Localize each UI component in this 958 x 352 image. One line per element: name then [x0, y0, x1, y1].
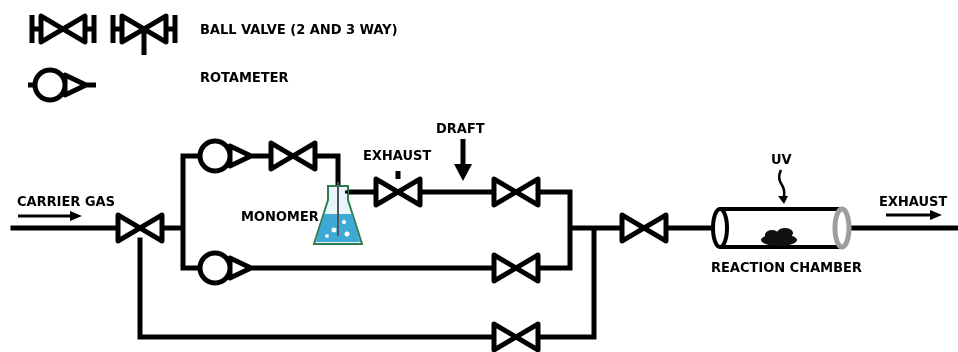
draft-label: DRAFT: [436, 122, 485, 137]
uv-arrow-icon: [778, 169, 788, 204]
draft-arrow-icon: [454, 139, 472, 181]
carrier-gas-label: CARRIER GAS: [17, 195, 115, 210]
sample-icon: [761, 228, 797, 246]
reaction-chamber-icon: [711, 206, 852, 250]
valve-chamber-inlet: [622, 215, 666, 241]
legend-2way-valve-icon: [29, 15, 97, 43]
monomer-label: MONOMER: [241, 210, 319, 225]
uv-label: UV: [771, 153, 792, 168]
carrier-gas-arrow-icon: [18, 211, 82, 221]
valve-bypass: [494, 324, 538, 350]
monomer-flask-icon: [312, 182, 364, 245]
valve-middle-branch: [494, 255, 538, 281]
legend: BALL VALVE (2 AND 3 WAY) ROTAMETER: [28, 15, 398, 100]
rotameter-top: [200, 141, 251, 171]
reaction-chamber-label: REACTION CHAMBER: [711, 261, 862, 276]
exhaust-top-label: EXHAUST: [363, 149, 431, 164]
legend-3way-valve-icon: [110, 15, 178, 55]
rotameter-middle: [200, 253, 251, 283]
valve-exhaust-3way: [376, 171, 420, 205]
legend-rotameter-label: ROTAMETER: [200, 71, 289, 86]
legend-rotameter-icon: [28, 70, 96, 100]
valve-top-branch: [271, 143, 315, 169]
exhaust-right-label: EXHAUST: [879, 195, 947, 210]
legend-ball-valve-label: BALL VALVE (2 AND 3 WAY): [200, 23, 398, 38]
valve-draft-line: [494, 179, 538, 205]
valve-inlet-3way: [118, 215, 162, 250]
pipes: [10, 153, 958, 340]
exhaust-right-arrow-icon: [886, 210, 942, 220]
